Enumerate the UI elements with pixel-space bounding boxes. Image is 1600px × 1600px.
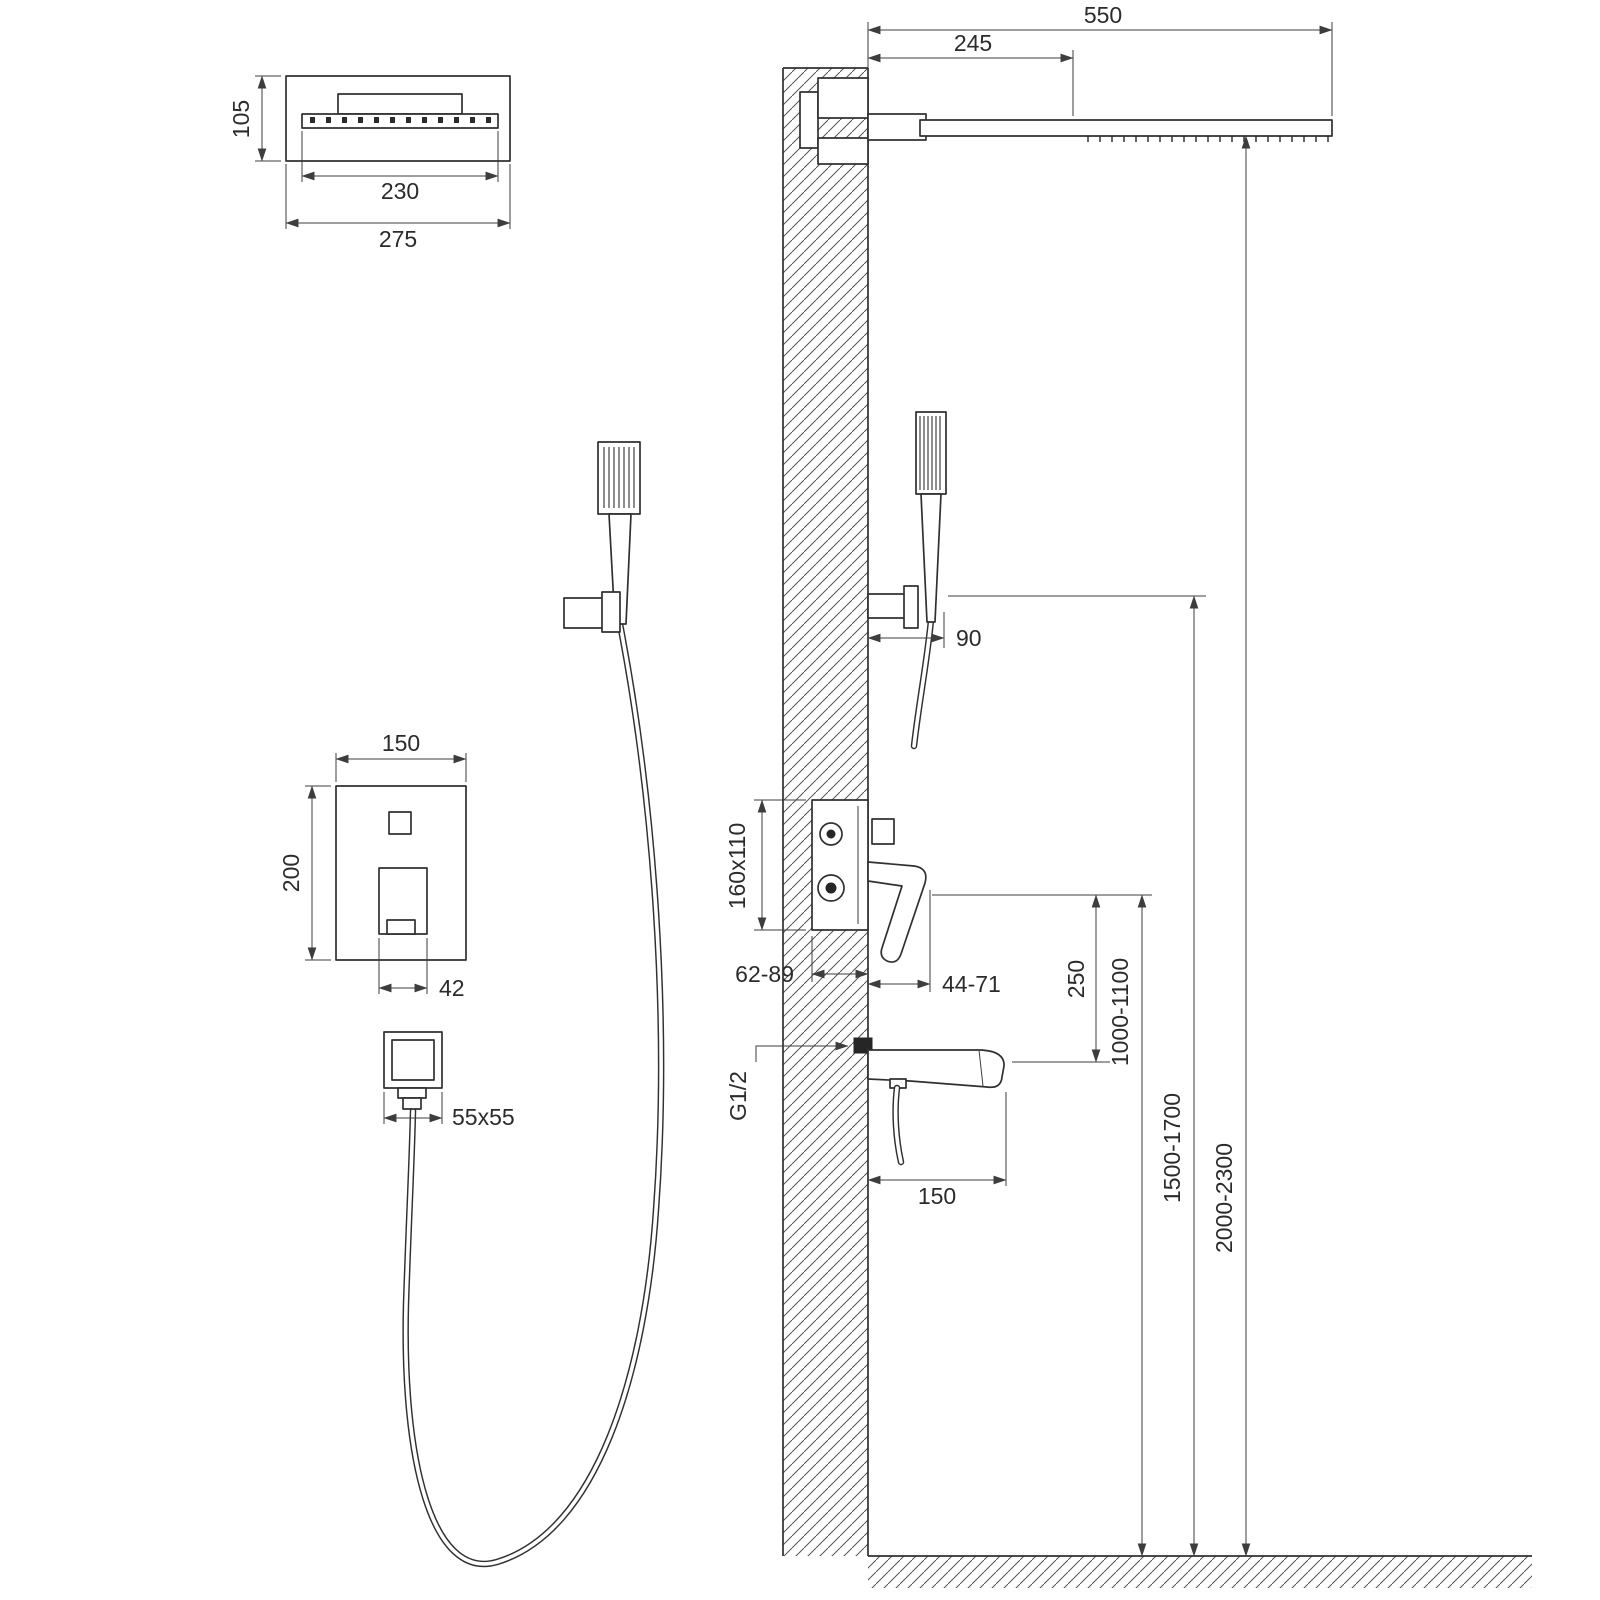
dim-height-holder: 1500-1700 bbox=[948, 595, 1206, 1557]
spout-side bbox=[853, 1037, 1005, 1166]
dim-label-spout-length: 150 bbox=[918, 1183, 956, 1209]
outlet-nipple bbox=[402, 1097, 422, 1110]
dim-label-mixer-width: 150 bbox=[382, 730, 420, 756]
handshower-handle-side bbox=[920, 493, 942, 623]
mixer-inwall-box bbox=[811, 799, 869, 931]
dim-label-height-mixer: 1000-1100 bbox=[1107, 958, 1133, 1066]
head-plate-side bbox=[919, 119, 1333, 137]
floor-hatch bbox=[868, 1556, 1532, 1588]
front-view-shower-head: 105 230 275 bbox=[228, 75, 511, 252]
inwall-mount-box bbox=[799, 77, 869, 165]
outlet-flange-inner bbox=[391, 1039, 435, 1081]
shower-head-side bbox=[867, 113, 1333, 142]
dim-head-offset: 245 bbox=[867, 30, 1074, 116]
dim-mixer-width: 150 bbox=[335, 730, 467, 782]
dim-label-head-reach: 550 bbox=[1084, 2, 1122, 28]
dim-label-outlet-flange: 55x55 bbox=[452, 1104, 515, 1130]
dim-mixer-handle-width: 42 bbox=[378, 938, 465, 1001]
hand-shower-side bbox=[867, 411, 947, 750]
dim-label-holder-depth: 90 bbox=[956, 625, 982, 651]
dim-mixer-box: 160x110 bbox=[724, 799, 806, 931]
holder-arm-side bbox=[867, 593, 911, 619]
mixer-handle-slot bbox=[386, 919, 416, 935]
mixer-lever-side bbox=[867, 861, 927, 963]
dim-label-height-head: 2000-2300 bbox=[1211, 1143, 1237, 1253]
outlet-nut bbox=[397, 1087, 427, 1099]
dim-head-reach: 550 bbox=[867, 2, 1333, 116]
dim-label-handle-depth: 44-71 bbox=[942, 971, 1001, 997]
dim-label-mixer-height: 200 bbox=[278, 854, 304, 892]
dim-height-mixer: 1000-1100 bbox=[1107, 894, 1147, 1557]
dim-head-height: 105 bbox=[228, 75, 281, 162]
dim-holder-depth: 90 bbox=[867, 612, 982, 651]
handshower-spray-side bbox=[919, 416, 941, 490]
dim-label-thread: G1/2 bbox=[725, 1071, 751, 1121]
dim-height-head: 2000-2300 bbox=[1211, 135, 1251, 1557]
dim-label-head-offset: 245 bbox=[954, 30, 992, 56]
handshower-spray-face bbox=[603, 447, 635, 508]
dim-label-mixer-handle-width: 42 bbox=[439, 975, 465, 1001]
dim-outlet-flange: 55x55 bbox=[383, 1092, 515, 1130]
front-view-hand-shower bbox=[402, 441, 665, 1568]
dim-label-recess-depth: 62-89 bbox=[735, 961, 794, 987]
dim-handle-depth: 44-71 bbox=[867, 890, 1001, 997]
shower-hose bbox=[402, 620, 665, 1568]
handshower-head-side bbox=[915, 411, 947, 495]
handshower-holder bbox=[563, 597, 605, 629]
front-view-mixer: 150 200 42 bbox=[278, 730, 467, 1001]
dim-label-height-holder: 1500-1700 bbox=[1159, 1093, 1185, 1203]
mixer-diverter-side bbox=[871, 818, 895, 845]
dim-label-head-spray-width: 230 bbox=[381, 178, 419, 204]
dim-spout-drop: 250 bbox=[1012, 894, 1110, 1063]
mixer-diverter-button bbox=[388, 811, 412, 835]
side-view: 550 245 90 bbox=[724, 2, 1532, 1588]
front-view-wall-outlet: 55x55 bbox=[383, 1031, 515, 1130]
dim-label-head-height: 105 bbox=[228, 100, 254, 138]
dim-head-total-width: 275 bbox=[285, 164, 511, 252]
dim-head-spray-width: 230 bbox=[301, 131, 499, 204]
dim-label-spout-drop: 250 bbox=[1063, 960, 1089, 998]
head-spray-band bbox=[301, 113, 499, 129]
dim-mixer-height: 200 bbox=[278, 785, 331, 961]
head-arm-mount bbox=[867, 113, 927, 141]
dim-thread: G1/2 bbox=[725, 1041, 849, 1121]
spout-connection bbox=[853, 1037, 873, 1054]
mixer-side bbox=[811, 799, 927, 963]
head-top-plate bbox=[337, 93, 463, 115]
head-nozzle-ticks bbox=[1087, 136, 1329, 142]
head-nozzles bbox=[310, 117, 491, 123]
spout-body bbox=[867, 1049, 1005, 1089]
dim-label-head-total-width: 275 bbox=[379, 226, 417, 252]
handshower-holder-clamp bbox=[601, 591, 621, 633]
dim-recess-depth: 62-89 bbox=[735, 936, 869, 987]
dim-label-mixer-box: 160x110 bbox=[724, 823, 750, 910]
holder-clamp-side bbox=[903, 585, 919, 629]
dim-spout-length: 150 bbox=[867, 1092, 1007, 1209]
